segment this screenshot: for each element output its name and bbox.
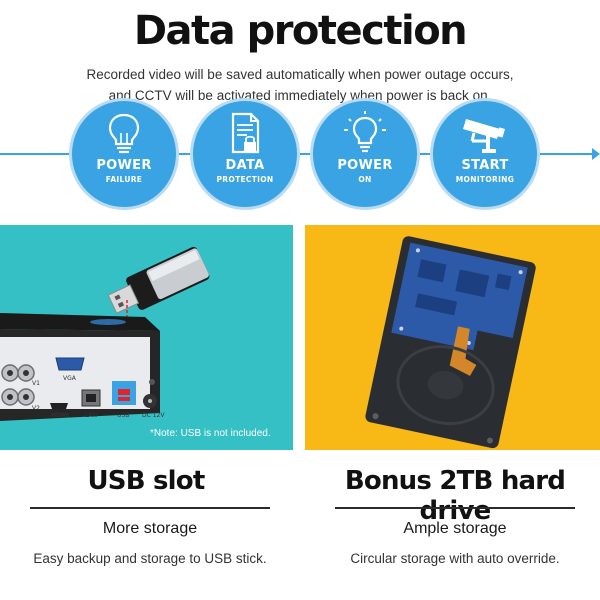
- dvr-usb-illustration: V1 V2 VGA HDMI LAN USB DC 12V: [0, 246, 210, 421]
- usb-note: *Note: USB is not included.: [150, 428, 271, 439]
- step-subtitle: MONITORING: [455, 175, 515, 184]
- step-subtitle: FAILURE: [105, 175, 143, 184]
- flow-arrow-icon: [592, 148, 600, 160]
- hard-drive-subtitle: Ample storage: [403, 520, 507, 537]
- usb-slot-title: USB slot: [87, 466, 206, 496]
- hard-drive-icon: [365, 236, 536, 449]
- step-title: POWER: [337, 158, 393, 173]
- step-title: START: [461, 158, 509, 173]
- page-subtitle: Recorded video will be saved automatical…: [0, 64, 600, 106]
- dc-label: DC 12V: [142, 412, 165, 419]
- v1-label: V1: [32, 380, 40, 387]
- step-data-protection: DATA PROTECTION: [190, 98, 300, 210]
- subtitle-line-2: and CCTV will be activated immediately w…: [108, 88, 492, 103]
- hard-drive-divider: [335, 507, 575, 509]
- step-power-failure: POWER FAILURE: [69, 98, 179, 210]
- vga-label: VGA: [63, 375, 77, 382]
- v2-label: V2: [32, 405, 40, 412]
- lan-label: LAN: [85, 412, 97, 419]
- hard-drive-panel: [305, 225, 600, 450]
- lightbulb-on-icon: [344, 111, 386, 153]
- usb-stick-icon: [107, 246, 210, 314]
- hard-drive-description: Circular storage with auto override.: [350, 551, 560, 566]
- usb-label: USB: [117, 412, 129, 419]
- usb-slot-panel: V1 V2 VGA HDMI LAN USB DC 12V *Note: USB…: [0, 225, 293, 450]
- hdmi-label: HDMI: [51, 412, 69, 419]
- document-lock-icon: [231, 112, 260, 154]
- step-subtitle: PROTECTION: [216, 175, 274, 184]
- usb-slot-description: Easy backup and storage to USB stick.: [33, 551, 267, 566]
- lightbulb-off-icon: [108, 113, 140, 154]
- cctv-camera-icon: [463, 119, 505, 153]
- usb-slot-divider: [30, 507, 270, 509]
- usb-slot-subtitle: More storage: [102, 520, 198, 537]
- step-subtitle: ON: [358, 175, 372, 184]
- hard-drive-title: Bonus 2TB hard drive: [344, 466, 566, 526]
- page-title: Data protection: [133, 8, 468, 54]
- step-start-monitoring: START MONITORING: [430, 98, 540, 210]
- step-power-on: POWER ON: [310, 98, 420, 210]
- step-title: POWER: [96, 158, 152, 173]
- step-title: DATA: [225, 158, 265, 173]
- subtitle-line-1: Recorded video will be saved automatical…: [86, 67, 514, 82]
